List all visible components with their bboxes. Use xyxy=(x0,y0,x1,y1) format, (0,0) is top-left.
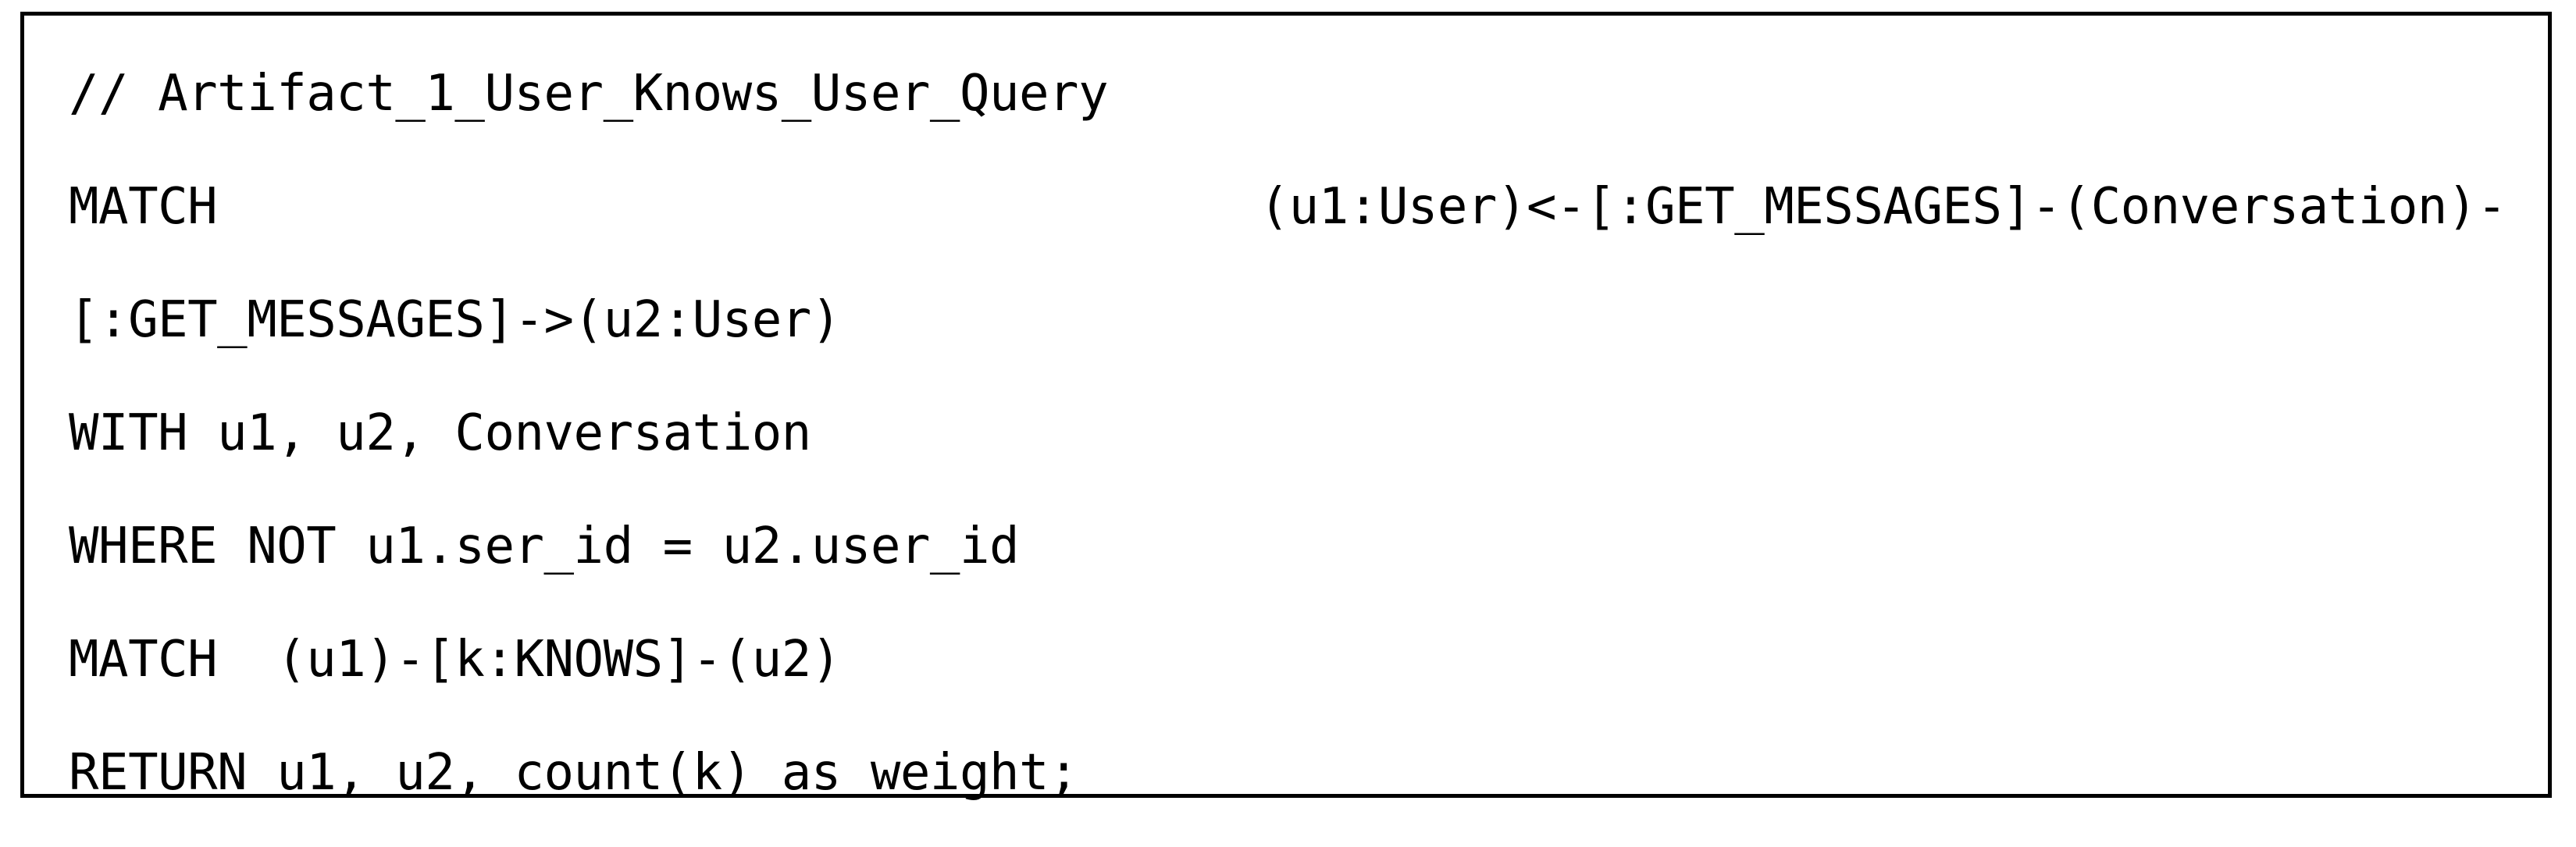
code-line-get-messages-u2: [:GET_MESSAGES]->(u2:User) xyxy=(69,291,841,349)
code-line-with: WITH u1, u2, Conversation xyxy=(69,404,811,462)
code-line-return: RETURN u1, u2, count(k) as weight; xyxy=(69,744,1079,802)
code-line-match-knows: MATCH (u1)-[k:KNOWS]-(u2) xyxy=(69,631,841,689)
code-pattern-user-conversation: (u1:User)<-[:GET_MESSAGES]-(Conversation… xyxy=(1259,178,2507,236)
code-line-where-not: WHERE NOT u1.ser_id = u2.user_id xyxy=(69,518,1020,575)
code-keyword-match: MATCH xyxy=(69,178,218,236)
cypher-code-block[interactable]: // Artifact_1_User_Knows_User_Query MATC… xyxy=(24,26,2548,802)
code-block-figure: // Artifact_1_User_Knows_User_Query MATC… xyxy=(20,12,2552,802)
code-line-comment: // Artifact_1_User_Knows_User_Query xyxy=(69,65,1109,123)
code-line-match-conversation: MATCH (u1:User)<-[:GET_MESSAGES]-(Convers… xyxy=(69,156,2507,258)
